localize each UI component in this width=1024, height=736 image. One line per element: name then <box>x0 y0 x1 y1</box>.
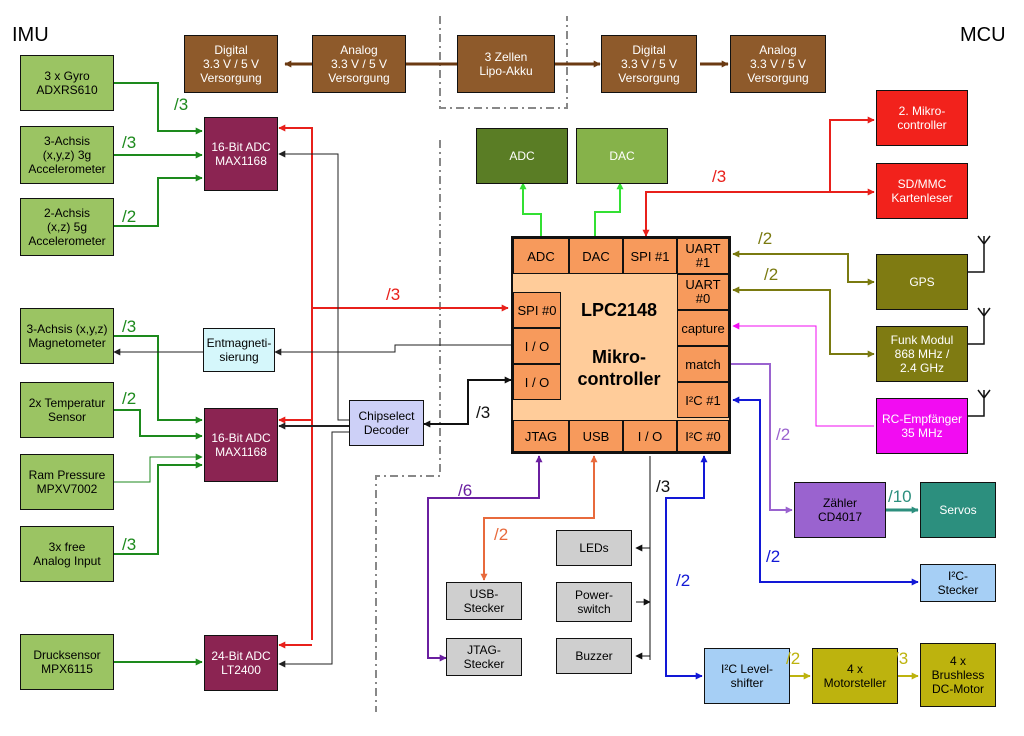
adc-dac-links <box>519 182 624 236</box>
leds: LEDs <box>556 530 632 566</box>
bus-label-mag: /3 <box>122 317 137 336</box>
bus-label-temp: /2 <box>122 389 137 408</box>
mcu-pin-i2c1: I²C #1 <box>677 382 729 418</box>
motor-controllers: 4 x Motorsteller <box>812 648 898 704</box>
adc-lt2400: 24-Bit ADC LT2400 <box>204 635 278 691</box>
analog-supply-right: Analog 3.3 V / 5 V Versorgung <box>730 35 826 93</box>
i2c1-link <box>732 396 919 586</box>
bus-label-motor-bldc: /3 <box>894 649 909 668</box>
dac-box: DAC <box>576 128 668 184</box>
battery: 3 Zellen Lipo-Akku <box>457 35 555 93</box>
pressure-sensor: Drucksensor MPX6115 <box>20 634 114 690</box>
i2c-connector: I²C- Stecker <box>920 564 996 602</box>
analog-input: 3x free Analog Input <box>20 526 114 582</box>
demagnetization: Entmagneti- sierung <box>203 328 275 372</box>
bus-label-analog: /3 <box>122 535 137 554</box>
adc-max1168-2: 16-Bit ADC MAX1168 <box>204 408 278 482</box>
ram-pressure-sensor: Ram Pressure MPXV7002 <box>20 454 114 510</box>
bus-label-i2c1: /2 <box>766 547 781 566</box>
mcu-pin-i2c0: I²C #0 <box>677 420 729 452</box>
adc-box: ADC <box>476 128 568 184</box>
spi0-bus <box>278 124 509 649</box>
mcu-pin-io2: I / O <box>513 364 561 400</box>
spi1-links <box>642 116 875 237</box>
brushless-motors: 4 x Brushless DC-Motor <box>920 643 996 707</box>
capture-link <box>732 322 874 427</box>
mcu-pin-uart1: UART #1 <box>677 238 729 274</box>
power-switch: Power- switch <box>556 582 632 622</box>
antennas <box>968 235 991 417</box>
mcu-pin-uart0: UART #0 <box>677 274 729 310</box>
io-to-decoder <box>423 376 512 428</box>
mcu-pin-spi1: SPI #1 <box>623 238 677 274</box>
mcu-pin-adc: ADC <box>513 238 569 274</box>
mcu-pin-io3: I / O <box>623 420 677 452</box>
digital-supply-left: Digital 3.3 V / 5 V Versorgung <box>184 35 278 93</box>
bus-label-ls-motor: /2 <box>786 649 801 668</box>
mcu-pin-io1: I / O <box>513 328 561 364</box>
gps-module: GPS <box>876 254 968 310</box>
sensor-links <box>114 82 203 666</box>
usb-connector: USB- Stecker <box>446 582 522 620</box>
servos: Servos <box>920 482 996 538</box>
io3-links <box>635 456 651 660</box>
bus-label-jtag: /6 <box>458 481 473 500</box>
bus-label-i2c0: /2 <box>676 571 691 590</box>
sd-card-reader: SD/MMC Kartenleser <box>876 163 968 219</box>
uart-links <box>732 250 875 358</box>
microcontroller-lpc2148: ADC DAC SPI #1 UART #1 UART #0 capture m… <box>511 236 731 454</box>
mcu-pin-jtag: JTAG <box>513 420 569 452</box>
mcu-name: LPC2148 <box>580 300 658 320</box>
second-microcontroller: 2. Mikro- controller <box>876 90 968 146</box>
mcu-title: MCU <box>960 24 1006 46</box>
rc-receiver: RC-Empfänger 35 MHz <box>876 398 968 454</box>
bus-label-match: /2 <box>776 425 791 444</box>
radio-module: Funk Modul 868 MHz / 2.4 GHz <box>876 326 968 382</box>
temperature-sensor: 2x Temperatur Sensor <box>20 382 114 438</box>
gyro-sensor: 3 x Gyro ADXRS610 <box>20 55 114 111</box>
bus-label-uart1: /2 <box>758 229 773 248</box>
mcu-pin-dac: DAC <box>569 238 623 274</box>
analog-supply-left: Analog 3.3 V / 5 V Versorgung <box>312 35 406 93</box>
bus-label-spi0: /3 <box>386 285 401 304</box>
accelerometer-3axis: 3-Achsis (x,y,z) 3g Accelerometer <box>20 126 114 184</box>
bus-label-usb: /2 <box>494 525 509 544</box>
bus-label-gyro: /3 <box>174 95 189 114</box>
bus-label-spi1: /3 <box>712 167 727 186</box>
mcu-subtitle: Mikro- controller <box>577 347 661 389</box>
i2c0-link <box>665 455 708 680</box>
bus-label-chipselect: /3 <box>476 403 491 422</box>
adc-max1168-1: 16-Bit ADC MAX1168 <box>204 117 278 191</box>
counter-cd4017: Zähler CD4017 <box>794 482 886 538</box>
jtag-connector: JTAG- Stecker <box>446 638 522 676</box>
bus-label-acc3: /3 <box>122 133 137 152</box>
usb-link <box>480 455 598 581</box>
mcu-pin-spi0: SPI #0 <box>513 292 561 328</box>
mcu-pin-match: match <box>677 346 729 382</box>
accelerometer-2axis: 2-Achsis (x,z) 5g Accelerometer <box>20 198 114 256</box>
imu-title: IMU <box>12 24 49 46</box>
bus-label-servo: /10 <box>888 487 912 506</box>
digital-supply-right: Digital 3.3 V / 5 V Versorgung <box>601 35 697 93</box>
bus-label-io3: /3 <box>656 477 671 496</box>
bus-label-uart0: /2 <box>764 265 779 284</box>
magnetometer: 3-Achsis (x,y,z) Magnetometer <box>20 308 114 364</box>
chipselect-decoder: Chipselect Decoder <box>349 400 424 446</box>
i2c-level-shifter: I²C Level- shifter <box>704 648 790 704</box>
chipselect-links <box>113 150 511 668</box>
mcu-pin-usb: USB <box>569 420 623 452</box>
buzzer: Buzzer <box>556 638 632 674</box>
bus-label-acc2: /2 <box>122 207 137 226</box>
mcu-pin-capture: capture <box>677 310 729 346</box>
